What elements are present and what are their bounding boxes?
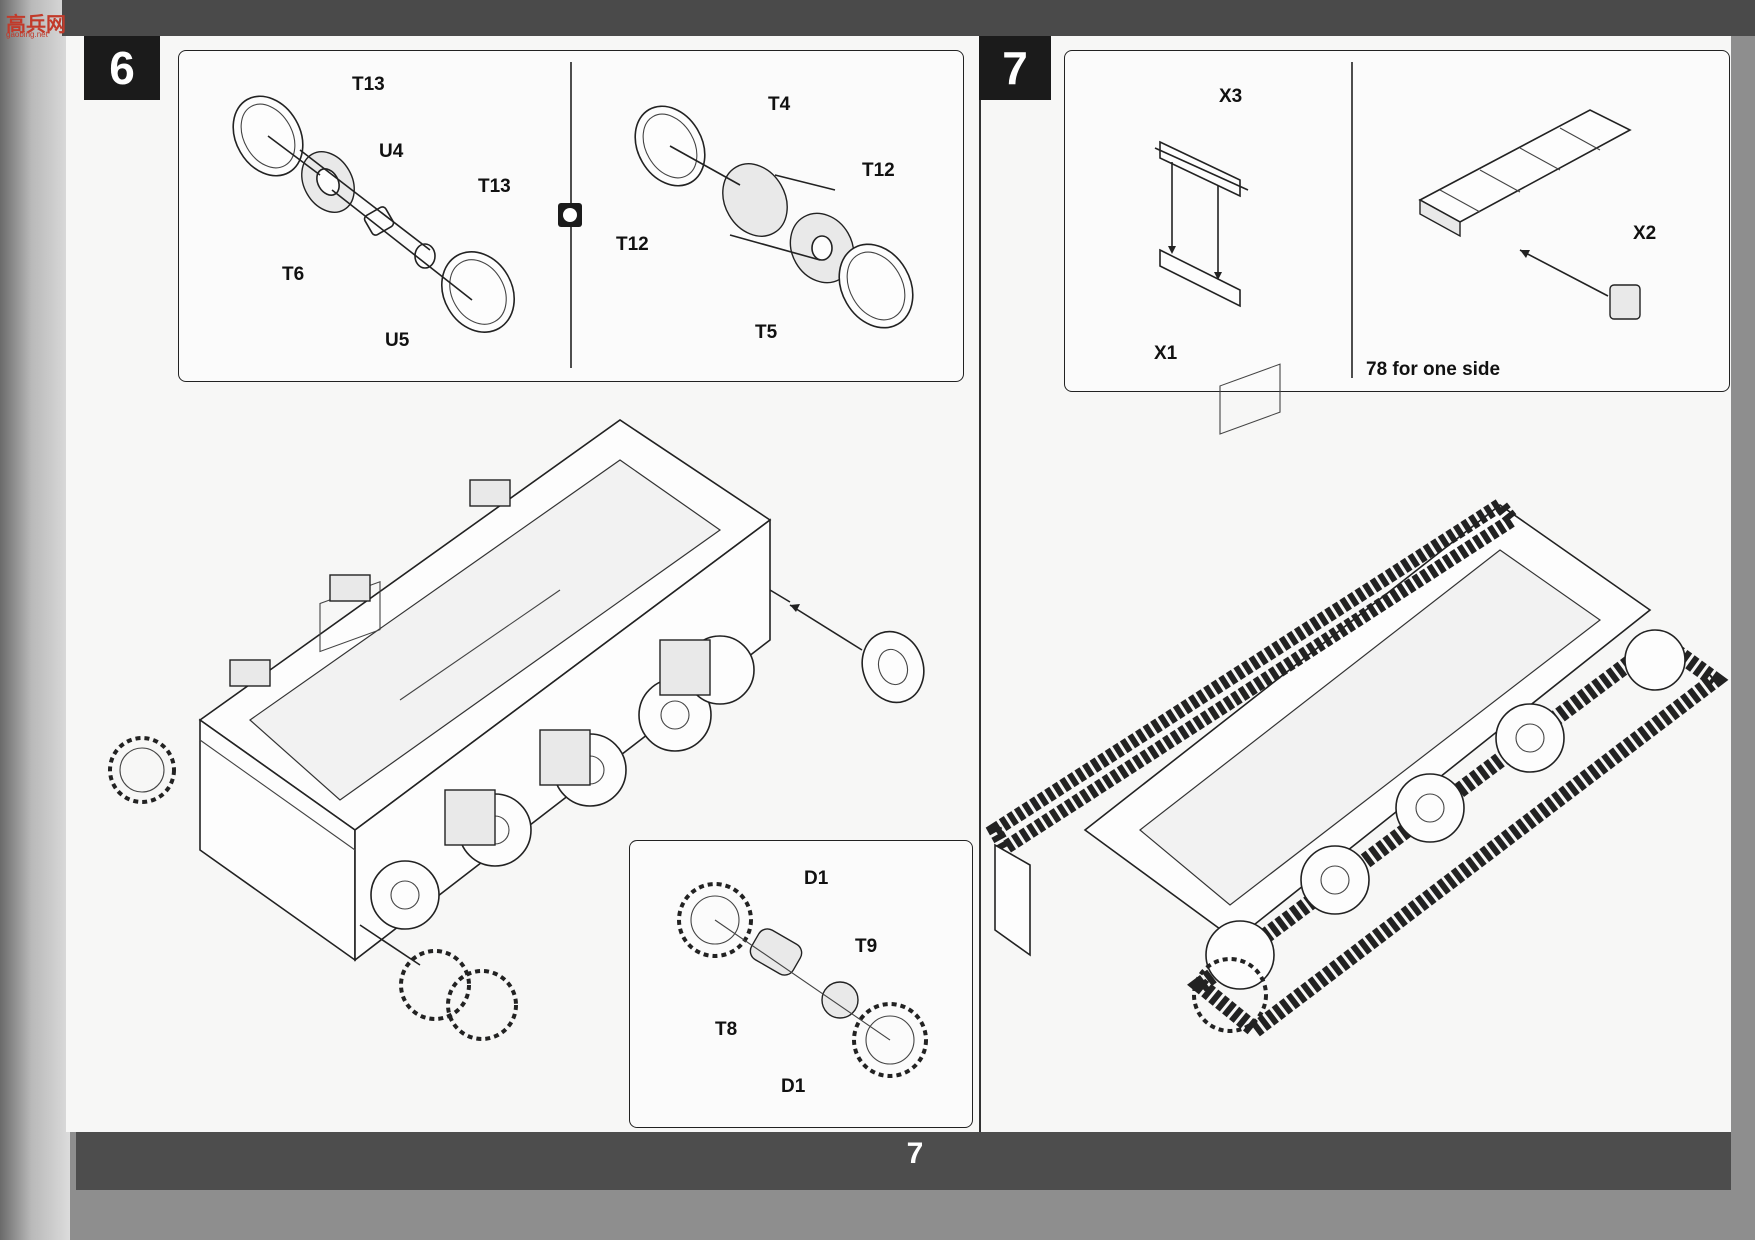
step-divider xyxy=(979,36,981,1132)
track-link-count-note: 78 for one side xyxy=(1366,359,1501,380)
watermark-sub: gaobing.net xyxy=(6,30,48,39)
label-t8: T8 xyxy=(715,1019,738,1040)
page-number: 7 xyxy=(906,1137,924,1170)
label-t13-top: T13 xyxy=(352,74,385,95)
label-t6: T6 xyxy=(282,264,305,285)
step-7-badge: 7 xyxy=(979,36,1051,100)
label-d1-top: D1 xyxy=(804,868,829,889)
label-u5: U5 xyxy=(385,330,410,351)
label-t9: T9 xyxy=(855,936,878,957)
bottom-border-bar xyxy=(76,1132,1731,1190)
label-x3: X3 xyxy=(1219,86,1243,107)
label-d1-bottom: D1 xyxy=(781,1076,806,1097)
step-6-sprocket-inset xyxy=(629,840,973,1128)
hull-assembly-step-6 xyxy=(108,419,925,1041)
top-border-bar xyxy=(62,0,1755,36)
label-t12-left: T12 xyxy=(616,234,649,255)
label-x2: X2 xyxy=(1633,223,1657,244)
watermark-logo: 高兵网 xyxy=(6,14,66,36)
hull-assembly-step-7 xyxy=(985,363,1729,1041)
road-wheel-right-exploded xyxy=(634,105,914,329)
label-t4: T4 xyxy=(768,94,791,115)
page-edge-shadow xyxy=(0,0,70,1240)
road-wheel-left-exploded xyxy=(232,95,515,333)
step-7-track-link-panel xyxy=(1064,50,1730,392)
step-6-badge: 6 xyxy=(84,36,160,100)
label-u4: U4 xyxy=(379,141,404,162)
label-t12-right: T12 xyxy=(862,160,895,181)
label-t5: T5 xyxy=(755,322,778,343)
label-t13-bottom: T13 xyxy=(478,176,511,197)
label-x1: X1 xyxy=(1154,343,1178,364)
